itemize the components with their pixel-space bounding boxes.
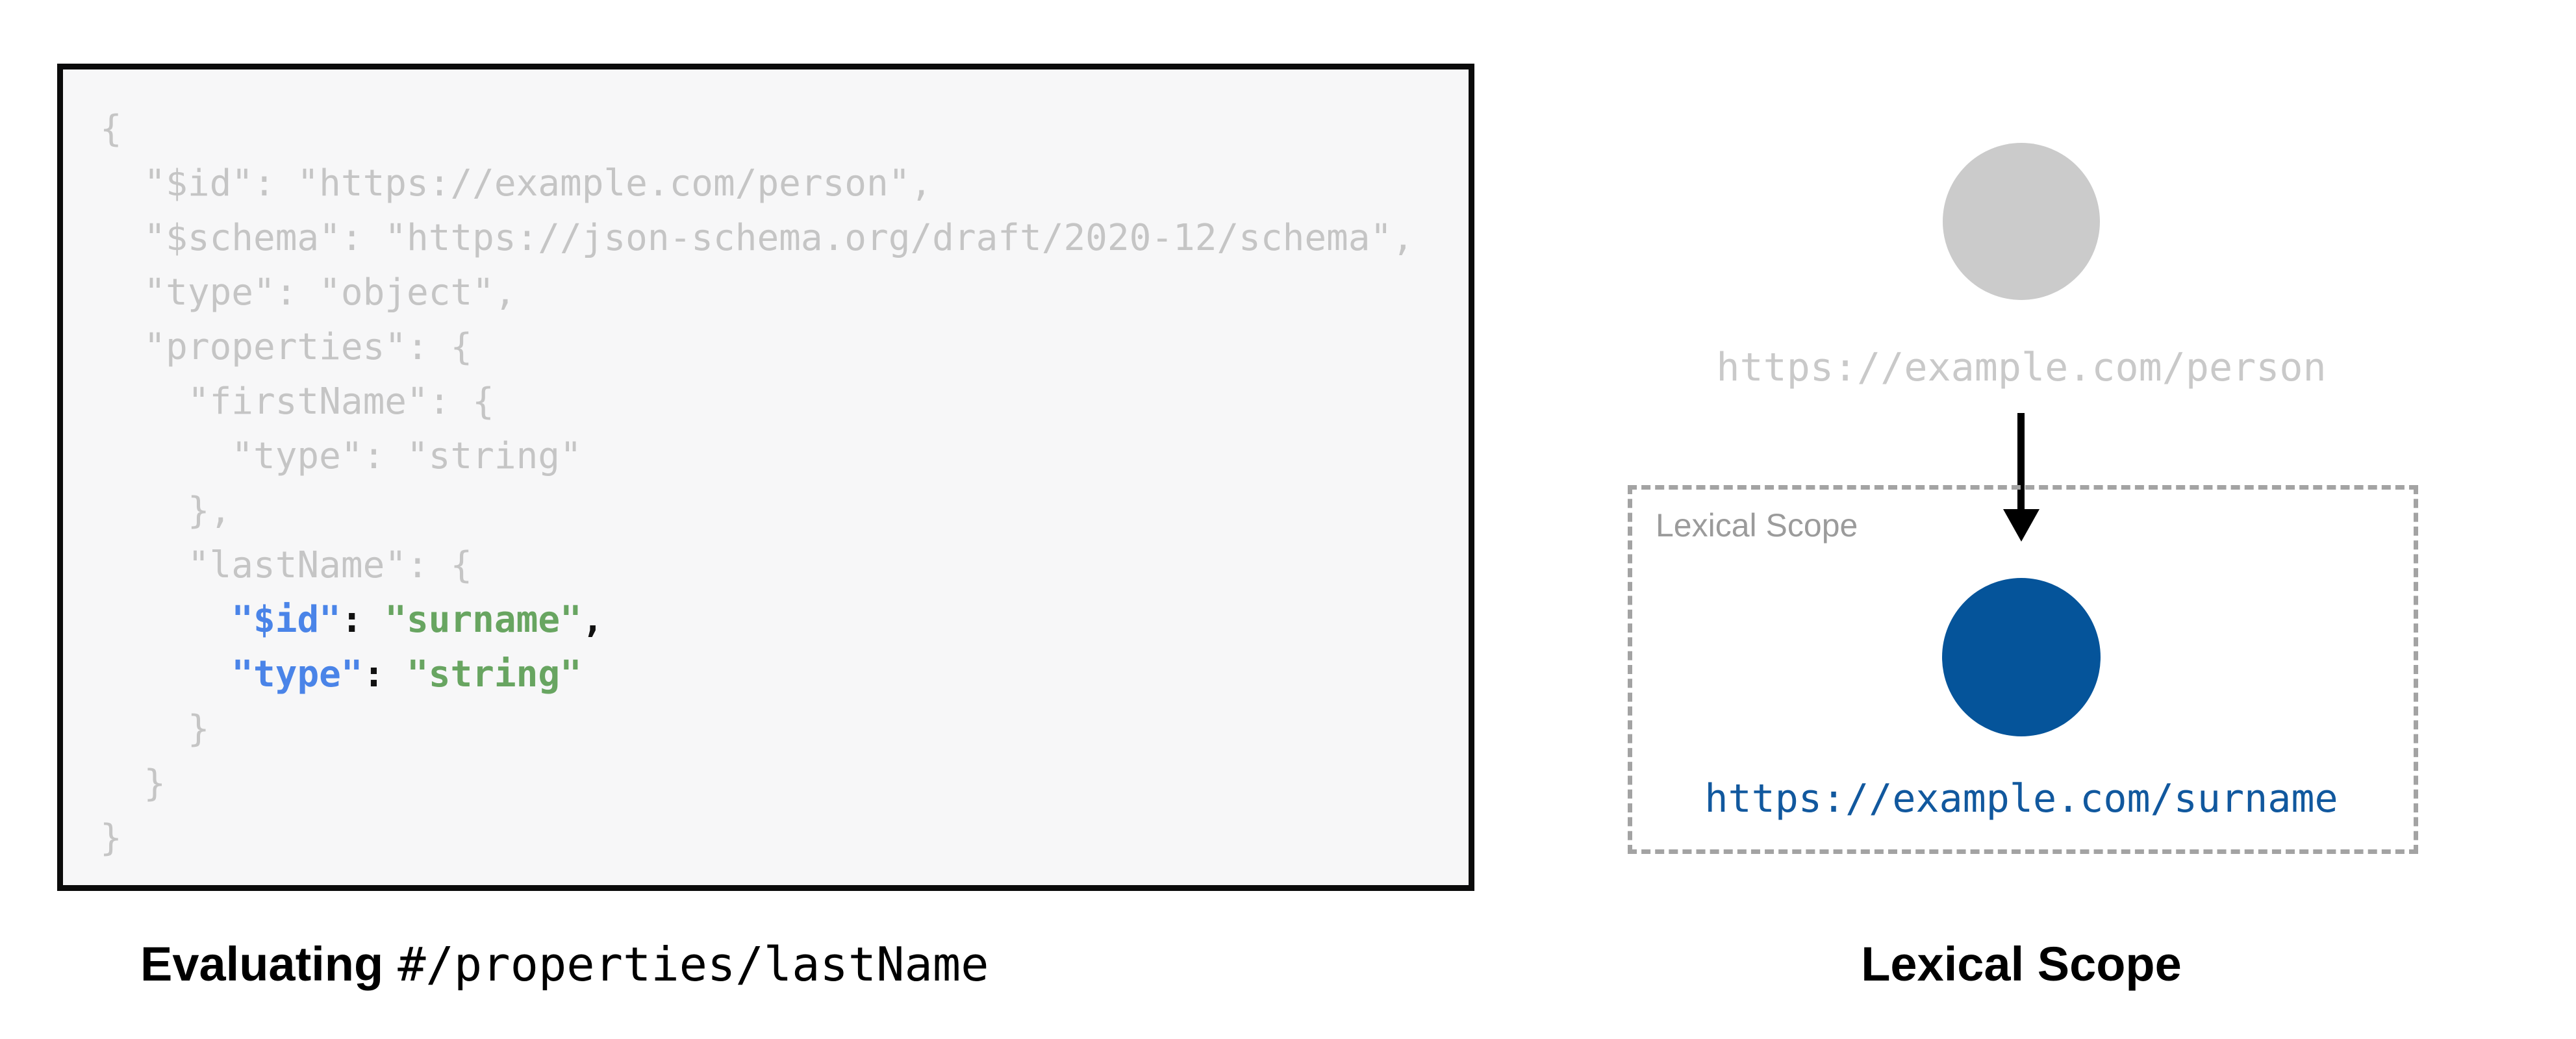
code-line: "$id": "https://example.com/person", (100, 156, 1462, 211)
code-line: } (100, 757, 1462, 811)
code-token-gray: "type": "string" (100, 435, 582, 477)
arrow-down-line (2017, 413, 2025, 512)
code-token-gray: "$id": "https://example.com/person", (100, 162, 933, 205)
code-token-gray: "properties": { (100, 326, 473, 368)
surname-node-label: https://example.com/surname (1704, 776, 2338, 821)
code-line: "type": "object", (100, 266, 1462, 320)
code-line: }, (100, 484, 1462, 538)
evaluating-caption-pointer: #/properties/lastName (398, 937, 989, 992)
person-node-label: https://example.com/person (1716, 345, 2327, 390)
code-line: "type": "string" (100, 429, 1462, 484)
code-line: "$id": "surname", (100, 593, 1462, 647)
evaluating-caption: Evaluating #/properties/lastName (140, 935, 989, 1000)
arrow-down-icon (2003, 509, 2039, 542)
code-token-green: "string" (407, 653, 582, 695)
code-line: "properties": { (100, 320, 1462, 375)
code-line: "type": "string" (100, 647, 1462, 702)
lexical-scope-box-label: Lexical Scope (1656, 507, 1858, 544)
evaluating-caption-bold: Evaluating (140, 937, 384, 991)
code-token-gray: "type": "object", (100, 271, 516, 314)
code-line: { (100, 102, 1462, 156)
code-token-gray (363, 599, 385, 641)
code-token-blue: "$id" (231, 599, 341, 641)
code-line: } (100, 811, 1462, 866)
code-token-black: : (362, 653, 385, 695)
json-schema-code-panel: { "$id": "https://example.com/person", "… (57, 64, 1474, 891)
code-line: "lastName": { (100, 538, 1462, 593)
code-token-gray: } (100, 762, 166, 805)
lexical-scope-caption: Lexical Scope (1861, 937, 2182, 991)
code-line: "$schema": "https://json-schema.org/draf… (100, 211, 1462, 266)
code-token-gray: } (100, 817, 122, 859)
person-node-circle (1943, 143, 2100, 300)
code-token-black: : (340, 599, 363, 641)
code-token-black: , (581, 599, 604, 641)
lexical-scope-box: Lexical Scope (1628, 485, 2418, 854)
code-line: } (100, 702, 1462, 757)
code-token-gray (385, 653, 407, 695)
code-token-green: "surname" (385, 599, 582, 641)
surname-node-circle (1942, 578, 2101, 736)
json-schema-code: { "$id": "https://example.com/person", "… (63, 69, 1469, 866)
code-token-gray: "lastName": { (100, 544, 473, 586)
code-token-gray: "firstName": { (100, 381, 494, 423)
code-token-gray: { (100, 108, 122, 150)
code-token-gray: }, (100, 490, 232, 532)
code-token-blue: "type" (231, 653, 363, 695)
code-token-gray (100, 653, 231, 695)
code-line: "firstName": { (100, 375, 1462, 429)
code-token-gray (100, 599, 231, 641)
code-token-gray: "$schema": "https://json-schema.org/draf… (100, 217, 1414, 259)
code-token-gray: } (100, 708, 210, 750)
